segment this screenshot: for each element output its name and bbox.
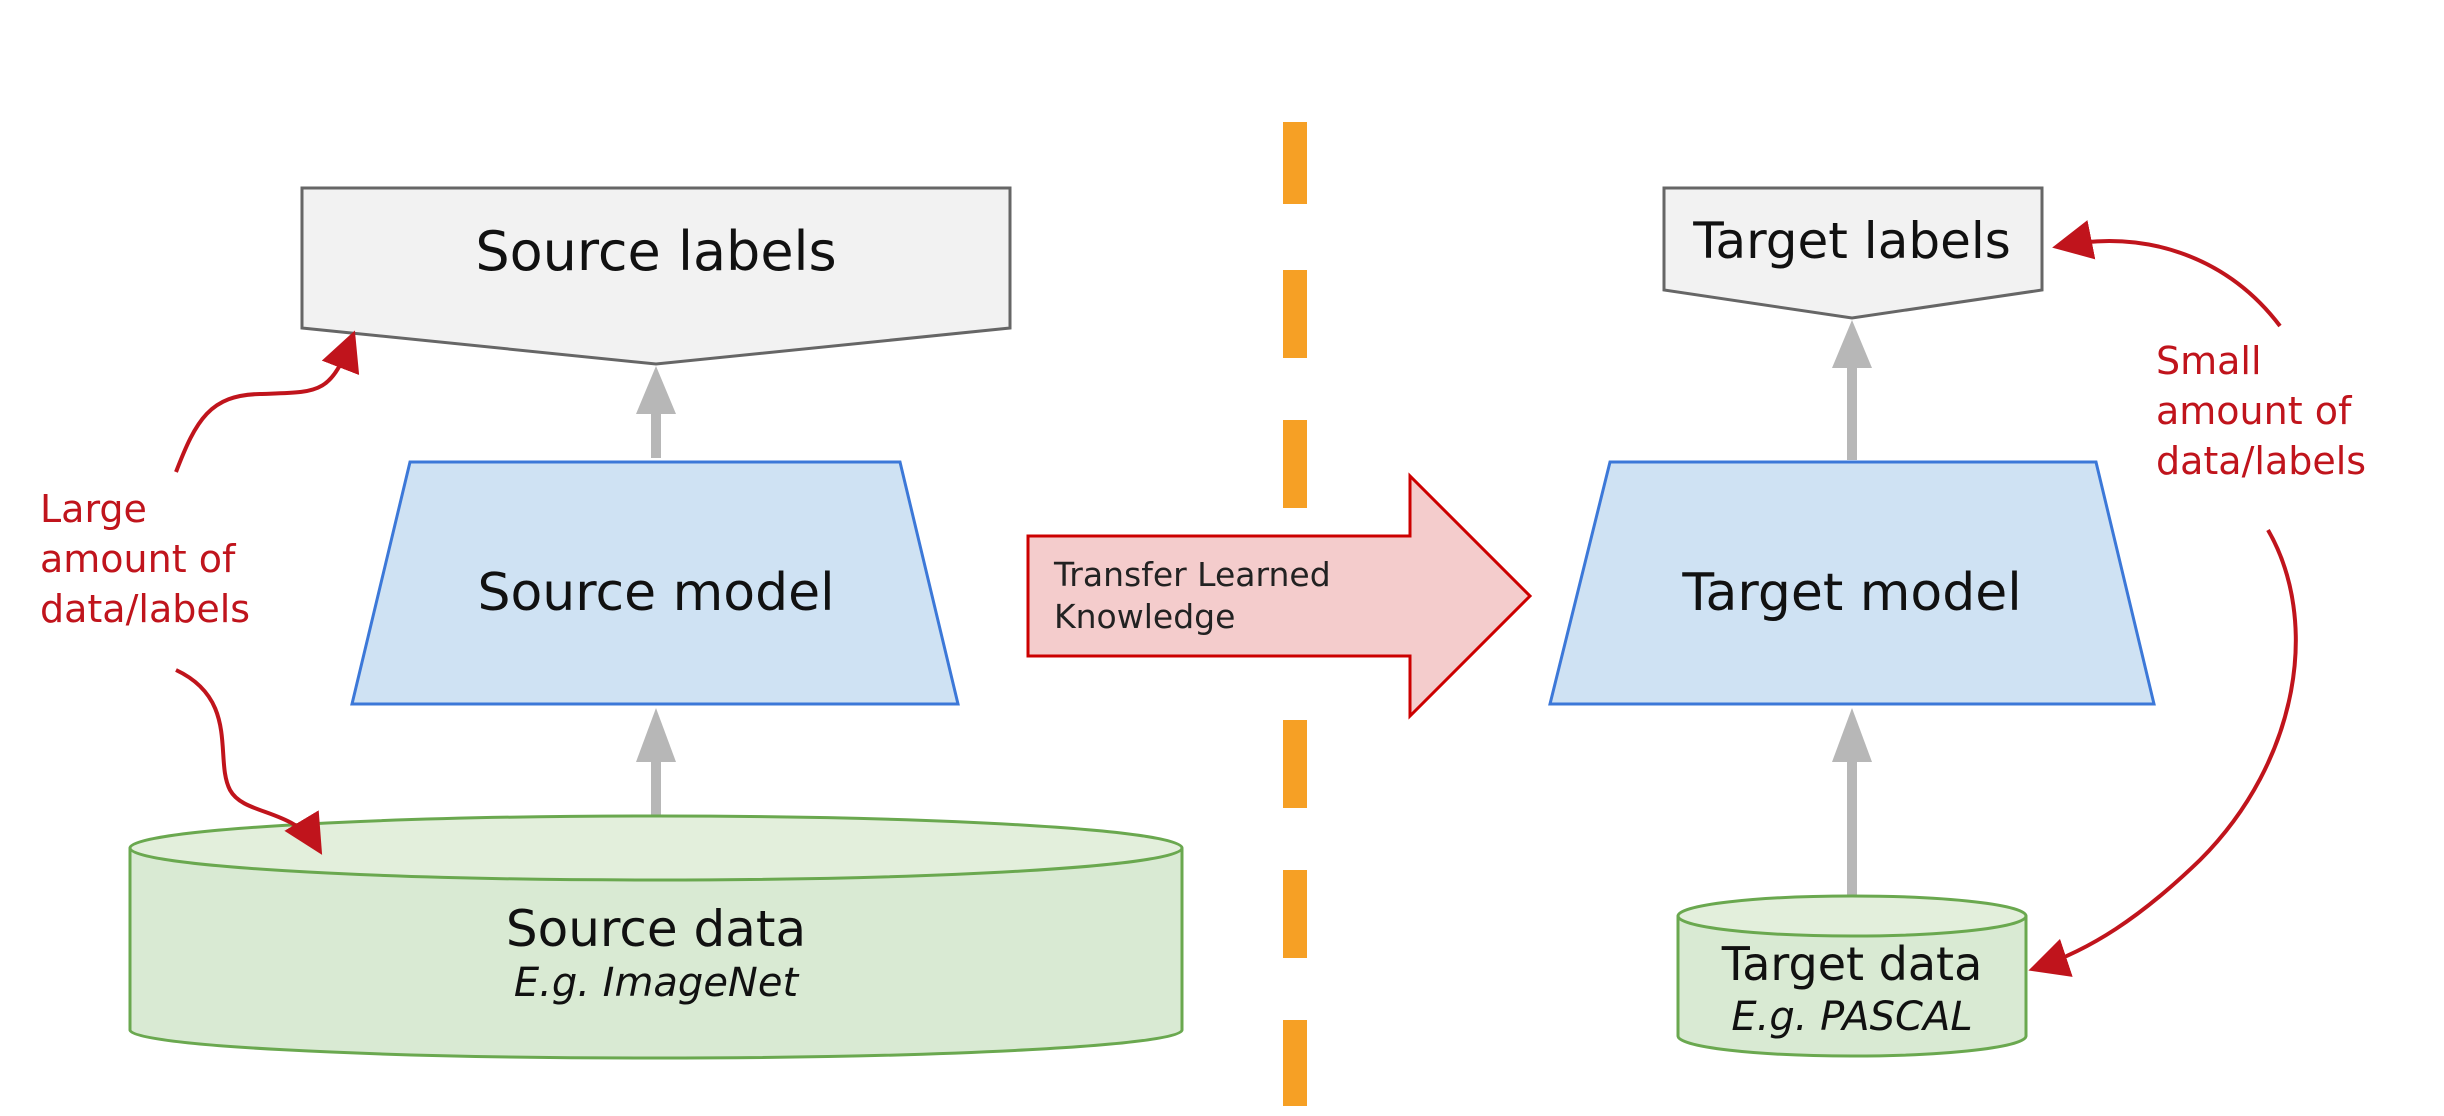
large-annotation-line-2: amount of xyxy=(40,537,237,581)
large-annotation-line-3: data/labels xyxy=(40,587,250,631)
target-labels-text: Target labels xyxy=(1692,212,2011,270)
small-amount-annotation: Small amount of data/labels xyxy=(2028,220,2366,977)
source-labels-node: Source labels xyxy=(300,186,1012,366)
source-data-title: Source data xyxy=(506,900,806,958)
source-model-text: Source model xyxy=(477,563,834,623)
small-annotation-line-3: data/labels xyxy=(2156,439,2366,483)
target-data-node: Target data E.g. PASCAL xyxy=(1676,894,2028,1058)
red-arrow-to-source-labels xyxy=(174,330,360,473)
source-model-node: Source model xyxy=(350,460,960,706)
source-data-example: E.g. ImageNet xyxy=(514,960,800,1006)
target-model-node: Target model xyxy=(1548,460,2156,706)
large-amount-annotation: Large amount of data/labels xyxy=(40,330,360,855)
svg-text:Small amount of da: Small amount of data/labels xyxy=(2156,339,2366,483)
svg-text:Transfer Learned Knowled: Transfer Learned Knowledge xyxy=(1053,555,1341,636)
transfer-arrow: Transfer Learned Knowledge xyxy=(1026,472,1533,720)
target-data-example: E.g. PASCAL xyxy=(1731,994,1972,1040)
source-model-to-labels-arrow xyxy=(636,366,676,458)
source-labels-text: Source labels xyxy=(475,220,836,283)
small-annotation-line-1: Small xyxy=(2156,339,2262,383)
transfer-text-line-2: Knowledge xyxy=(1054,597,1235,636)
target-data-title: Target data xyxy=(1721,937,1983,991)
red-arrow-to-source-data xyxy=(175,668,323,855)
target-model-to-labels-arrow xyxy=(1832,320,1872,460)
red-arrow-to-target-labels xyxy=(2052,220,2282,328)
target-model-text: Target model xyxy=(1681,563,2021,623)
dashed-divider xyxy=(1283,122,1307,1106)
source-data-node: Source data E.g. ImageNet xyxy=(128,814,1184,1060)
large-annotation-line-1: Large xyxy=(40,487,147,531)
small-annotation-line-2: amount of xyxy=(2156,389,2353,433)
red-arrow-to-target-data xyxy=(2028,529,2298,977)
source-data-to-model-arrow xyxy=(636,708,676,816)
transfer-text-line-1: Transfer Learned xyxy=(1053,555,1331,594)
target-data-to-model-arrow xyxy=(1832,708,1872,898)
target-labels-node: Target labels xyxy=(1662,186,2044,320)
svg-text:Large amount of da: Large amount of data/labels xyxy=(40,487,250,631)
